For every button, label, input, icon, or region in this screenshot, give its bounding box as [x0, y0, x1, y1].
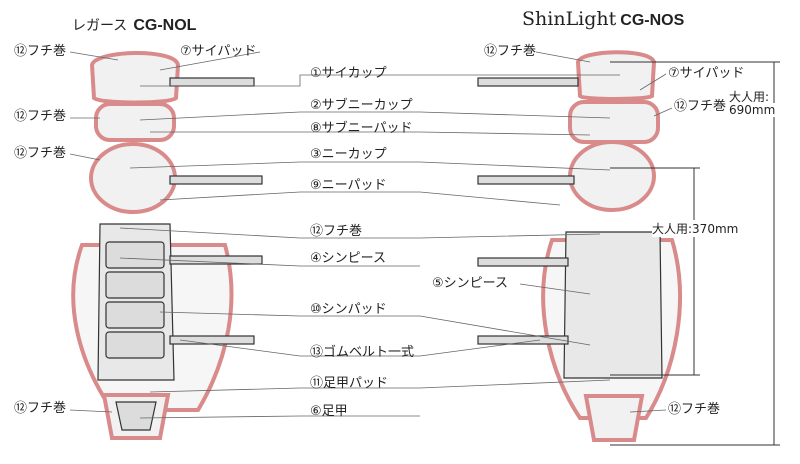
label-thigh-cup: ①サイカップ [310, 66, 387, 81]
leader-line [139, 415, 420, 419]
dimension-total-line1: 大人用: [729, 88, 770, 105]
leader-line [119, 257, 420, 267]
left-label-edge-binding-foot: ⑫フチ巻 [14, 401, 67, 416]
leader-line [159, 191, 561, 206]
left-label-edge-binding-top: ⑫フチ巻 [14, 44, 67, 59]
leader-line [150, 131, 591, 136]
leader-line [119, 227, 601, 239]
label-instep-pad: ⑪足甲パッド [310, 376, 389, 391]
leader-line [179, 339, 541, 357]
leader-line [129, 161, 611, 171]
label-shin-pad: ⑩シンパッド [310, 302, 387, 317]
left-label-edge-binding-knee: ⑫フチ巻 [14, 146, 67, 161]
right-label-shin-piece: ⑤シンピース [432, 276, 509, 291]
dimension-lines [610, 61, 780, 446]
leader-line [69, 51, 119, 61]
right-label-edge-binding-subknee: ⑫フチ巻 [674, 99, 727, 114]
left-label-edge-binding-subknee: ⑫フチ巻 [14, 109, 67, 124]
label-shin-piece: ④シンピース [310, 251, 387, 266]
label-instep: ⑥足甲 [310, 404, 348, 419]
right-label-edge-binding-top: ⑫フチ巻 [484, 44, 537, 59]
right-guard-illustration [477, 50, 682, 442]
right-title-brand: ShinLight [522, 8, 617, 30]
leader-line [69, 409, 113, 413]
label-edge-binding-center: ⑫フチ巻 [310, 224, 363, 239]
leader-line [629, 409, 667, 413]
left-title-model: CG-NOL [133, 17, 197, 34]
left-guard-illustration [71, 51, 263, 440]
leader-lines [69, 51, 673, 419]
leader-line [159, 311, 591, 346]
leader-line [639, 73, 667, 91]
leader-line [519, 283, 591, 295]
leader-line [149, 379, 611, 393]
label-rubber-belt-set: ⑬ゴムベルト一式 [310, 345, 415, 360]
right-label-thigh-pad: ⑦サイパッド [668, 66, 745, 81]
left-label-thigh-pad: ⑦サイパッド [180, 44, 257, 59]
label-knee-cup: ③ニーカップ [310, 147, 387, 162]
label-sub-knee-pad: ⑧サブニーパッド [310, 121, 413, 136]
leader-line [69, 153, 101, 161]
dimension-shin-length: 大人用:370mm [652, 220, 739, 237]
dimension-total-line2: 690mm [729, 103, 776, 117]
leader-line [139, 111, 611, 121]
right-label-edge-binding-foot: ⑫フチ巻 [668, 402, 721, 417]
label-sub-knee-cup: ②サブニーカップ [310, 98, 413, 113]
leader-line [140, 74, 620, 87]
right-title-model: CG-NOS [620, 12, 685, 29]
left-model-title: レガース CG-NOL [72, 15, 196, 35]
label-knee-pad: ⑨ニーパッド [310, 178, 387, 193]
leader-line [535, 51, 591, 63]
leader-line [653, 107, 673, 117]
leader-line [159, 51, 261, 71]
left-title-prefix: レガース [72, 18, 128, 34]
